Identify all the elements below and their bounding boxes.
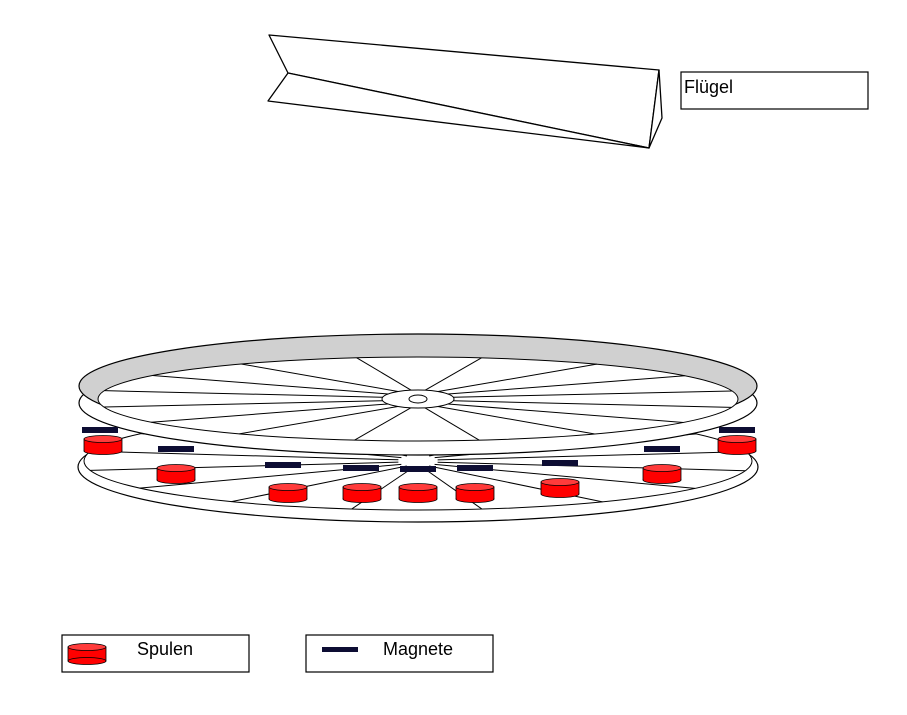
- upper-spoke: [152, 375, 389, 395]
- coil: [717, 435, 757, 455]
- wing: [267, 34, 663, 149]
- upper-spokes: [103, 357, 733, 441]
- magnet: [457, 465, 493, 471]
- wing-label-box: Flügel: [680, 71, 869, 110]
- upper-spoke: [241, 363, 399, 392]
- upper-spoke: [447, 375, 685, 395]
- lower-spoke: [437, 461, 746, 472]
- magnet: [719, 427, 755, 433]
- upper-spoke: [104, 390, 383, 398]
- upper-spoke: [453, 400, 732, 408]
- upper-spoke: [356, 357, 412, 391]
- wing-label: Flügel: [684, 77, 733, 97]
- magnet-legend-icon: [322, 647, 358, 652]
- lower-spoke: [90, 450, 399, 461]
- upper-spoke: [437, 406, 595, 435]
- upper-spoke: [424, 407, 480, 441]
- legend-coils: Spulen: [61, 634, 250, 673]
- wing-bottom-face: [267, 72, 650, 149]
- lower-spoke: [90, 461, 399, 471]
- coils: [83, 435, 757, 503]
- upper-spoke: [151, 403, 389, 423]
- magnets: [82, 427, 755, 472]
- coil: [642, 464, 682, 484]
- magnet: [644, 446, 680, 452]
- coil: [83, 435, 123, 455]
- wing-end-face: [648, 69, 663, 149]
- upper-spoke: [447, 403, 684, 423]
- upper-spoke: [103, 400, 383, 408]
- magnets-legend-label: Magnete: [383, 639, 453, 659]
- coils-legend-label: Spulen: [137, 639, 193, 659]
- upper-spoke: [438, 363, 597, 393]
- magnet: [400, 466, 436, 472]
- upper-spoke: [354, 407, 412, 441]
- legend-magnets: Magnete: [305, 634, 494, 673]
- hub-inner: [408, 394, 428, 404]
- coil: [398, 483, 438, 503]
- magnet: [265, 462, 301, 468]
- coil: [540, 478, 580, 498]
- magnet: [343, 465, 379, 471]
- upper-spoke: [453, 390, 733, 398]
- upper-spoke: [424, 357, 482, 391]
- lower-spoke: [231, 465, 407, 503]
- coil: [455, 483, 495, 503]
- generator-wheel: [77, 333, 759, 523]
- coil: [156, 464, 196, 484]
- upper-spoke: [239, 405, 398, 435]
- coil: [268, 483, 308, 503]
- magnet: [542, 460, 578, 466]
- lower-spoke: [437, 451, 746, 461]
- coil-legend-icon: [67, 643, 107, 665]
- magnet: [158, 446, 194, 452]
- coil: [342, 483, 382, 503]
- magnet: [82, 427, 118, 433]
